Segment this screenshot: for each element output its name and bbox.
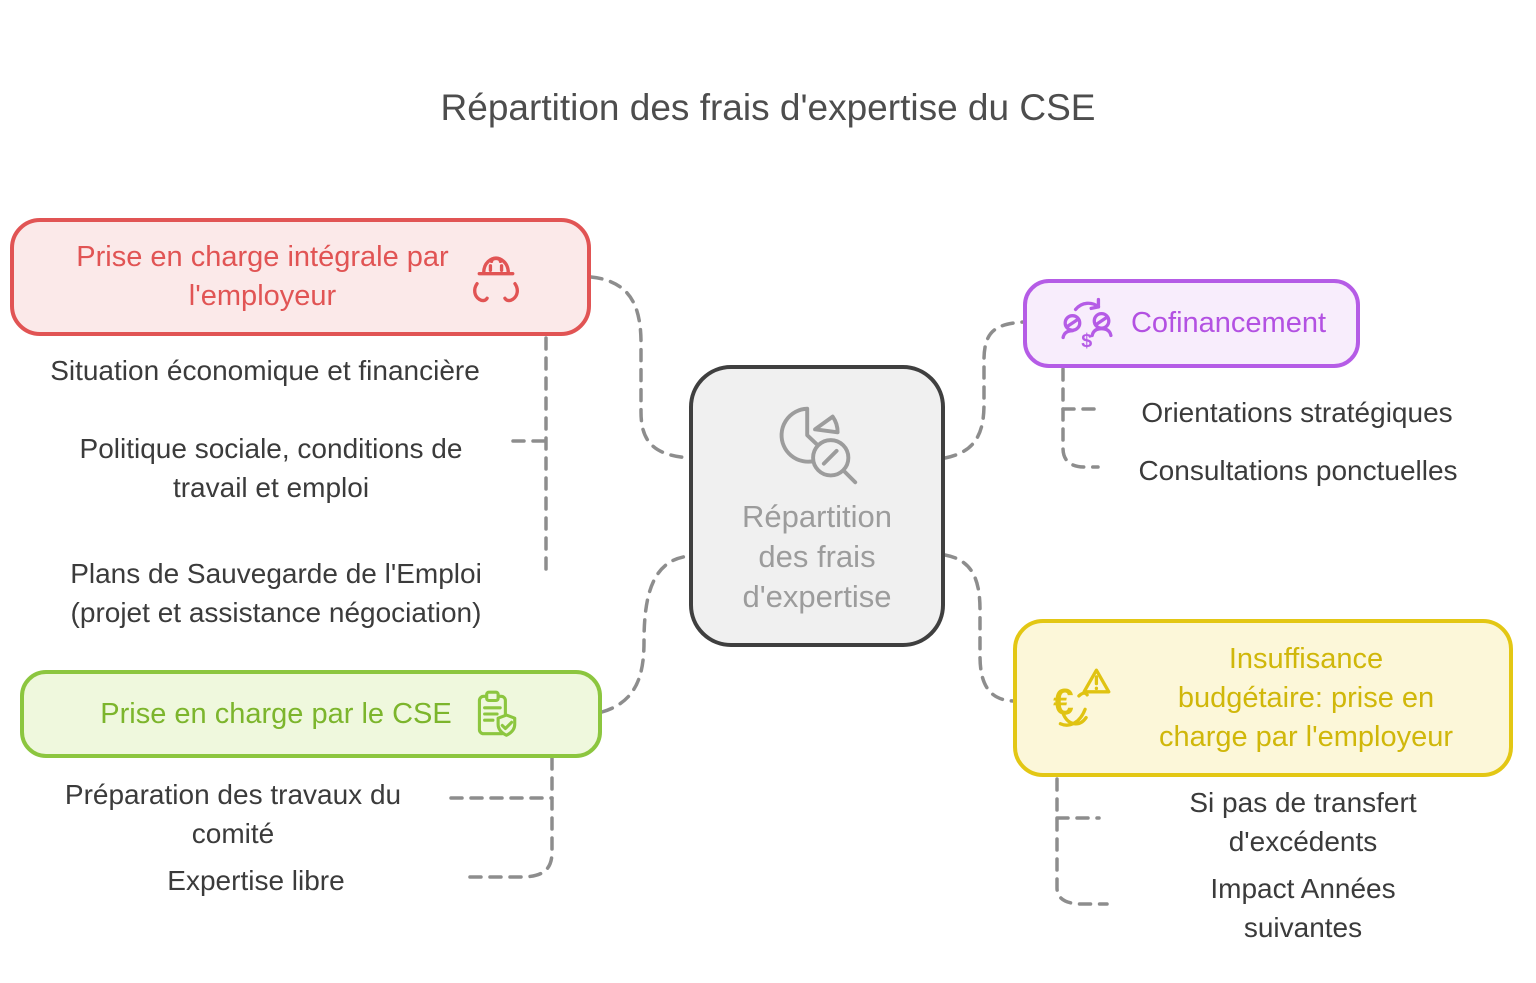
pie-chart-magnifier-icon xyxy=(768,397,866,495)
branch-cse: Prise en charge par le CSE xyxy=(20,670,602,758)
connector-center-to-cse xyxy=(600,554,691,714)
branch-employer-full: Prise en charge intégrale par l'employeu… xyxy=(10,218,591,336)
people-exchange-icon: $ xyxy=(1057,297,1117,351)
item-si-pas-transfert: Si pas de transfert d'excédents xyxy=(1189,787,1417,857)
svg-text:€: € xyxy=(1053,680,1074,722)
item-situation-economique: Situation économique et financière xyxy=(50,355,480,386)
clipboard-check-icon xyxy=(468,687,522,741)
euro-warning-icon: € xyxy=(1051,663,1113,733)
branch-budget-insufficiency-label: Insuffisance budgétaire: prise en charge… xyxy=(1158,642,1454,753)
connector-budget-children xyxy=(1055,777,1109,906)
item-politique-sociale: Politique sociale, conditions de travail… xyxy=(79,433,463,503)
connector-center-to-cofinancement xyxy=(943,320,1025,460)
item-preparation-travaux: Préparation des travaux du comité xyxy=(64,779,402,849)
center-node-label: Répartition des frais d'expertise xyxy=(742,499,892,614)
branch-cofinancement: $ Cofinancement xyxy=(1023,279,1360,368)
item-plans-sauvegarde: Plans de Sauvegarde de l'Emploi (projet … xyxy=(70,558,482,628)
item-impact-annees: Impact Années suivantes xyxy=(1210,873,1396,943)
hardhat-hands-icon xyxy=(467,248,525,306)
item-orientations-strategiques: Orientations stratégiques xyxy=(1141,397,1453,428)
branch-cse-label: Prise en charge par le CSE xyxy=(100,697,452,730)
connector-center-to-budget-insufficiency xyxy=(943,553,1015,703)
branch-cofinancement-label: Cofinancement xyxy=(1130,307,1327,339)
svg-text:$: $ xyxy=(1081,329,1092,350)
item-consultations-ponctuelles: Consultations ponctuelles xyxy=(1138,455,1458,486)
page-title: Répartition des frais d'expertise du CSE xyxy=(440,87,1096,128)
branch-employer-full-label: Prise en charge intégrale par l'employeu… xyxy=(76,241,449,312)
item-expertise-libre: Expertise libre xyxy=(167,865,345,896)
branch-budget-insufficiency: € Insuffisance budgétaire: prise en char… xyxy=(1013,619,1513,777)
connector-cse-children xyxy=(466,756,554,879)
connector-center-to-employer-full xyxy=(589,275,691,460)
center-node: Répartition des frais d'expertise xyxy=(689,365,945,647)
connector-cofinancement-children xyxy=(1061,367,1100,469)
